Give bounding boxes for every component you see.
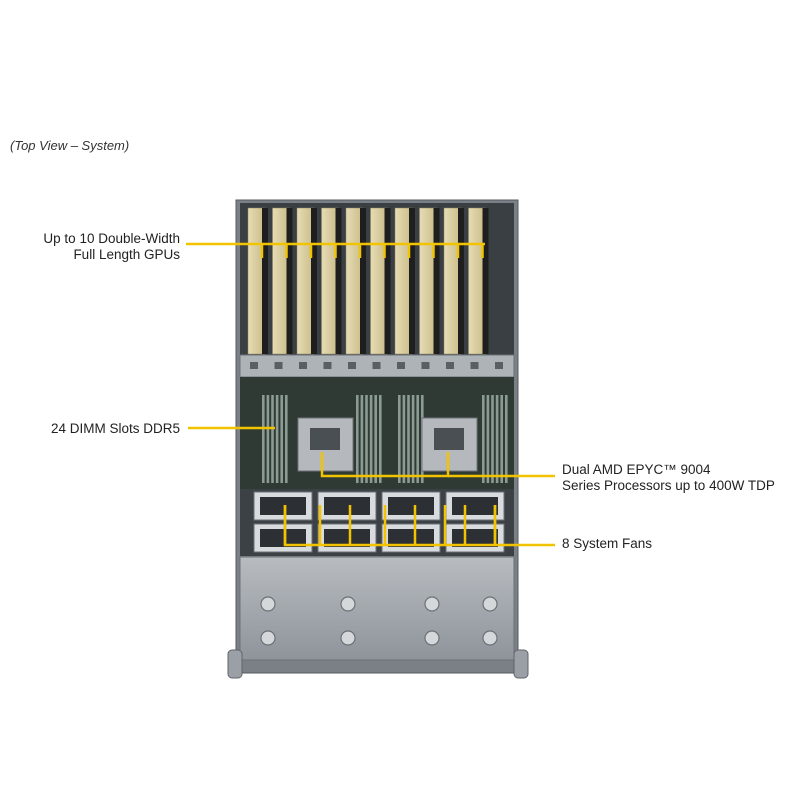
dimm-slot: [495, 395, 499, 483]
gpu-bracket: [409, 208, 415, 354]
rail-hole: [446, 362, 454, 369]
system-fan-rotor: [452, 529, 498, 547]
rail-hole: [348, 362, 356, 369]
cpu-callout-line2: Series Processors up to 400W TDP: [562, 478, 775, 493]
system-fan-rotor: [324, 529, 370, 547]
dimm-slot: [491, 395, 494, 483]
chassis-foot-right: [513, 649, 529, 679]
panel-screw: [424, 630, 440, 646]
dimm-slot: [398, 395, 401, 483]
panel-screw: [424, 596, 440, 612]
dimm-slot: [402, 395, 406, 483]
rail-hole: [421, 362, 430, 369]
system-fan-rotor: [452, 497, 498, 515]
dimm-slot: [482, 395, 485, 483]
gpu-bracket: [482, 208, 489, 354]
rail-hole: [299, 362, 307, 369]
cpu-heatsink-2-cap: [434, 428, 464, 450]
cpu-callout-label: Dual AMD EPYC™ 9004 Series Processors up…: [562, 462, 775, 494]
dimm-slot: [486, 395, 490, 483]
rail-hole: [397, 362, 405, 369]
system-fan-rotor: [388, 497, 434, 515]
dimm-slot: [416, 395, 419, 483]
chassis-foot-left: [227, 649, 243, 679]
fans-callout-line1: 8 System Fans: [562, 536, 653, 551]
dimm-slots: [262, 395, 508, 483]
dimm-slot: [262, 395, 265, 483]
cpu-callout-line1: Dual AMD EPYC™ 9004: [562, 462, 711, 477]
rail-hole: [372, 362, 381, 369]
dimm-callout-line1: 24 DIMM Slots DDR5: [50, 421, 180, 436]
gpu-bracket: [433, 208, 440, 354]
dimm-slot: [271, 395, 274, 483]
gpu-callout-label: Up to 10 Double-Width Full Length GPUs: [20, 231, 180, 263]
gpu-bracket: [311, 208, 317, 354]
cpu-heatsink-1-cap: [310, 428, 340, 450]
dimm-slot: [379, 395, 382, 483]
dimm-slot: [266, 395, 270, 483]
panel-screw: [482, 630, 498, 646]
gpu-bracket: [335, 208, 342, 354]
gpu-bracket: [360, 208, 366, 354]
dimm-slot: [356, 395, 359, 483]
gpu-bracket: [458, 208, 464, 354]
front-panel: [239, 556, 515, 661]
callout-lines: [186, 242, 555, 547]
dimm-slot: [505, 395, 508, 483]
rail-hole: [250, 362, 258, 369]
dimm-callout-label: 24 DIMM Slots DDR5: [20, 421, 180, 437]
system-fan-rotor: [324, 497, 370, 515]
system-fan-rotor: [388, 529, 434, 547]
gpu-callout-line2: Full Length GPUs: [73, 247, 180, 262]
dimm-slot: [360, 395, 364, 483]
system-fan-rotor: [260, 497, 306, 515]
dimm-slot: [285, 395, 288, 483]
rail-hole: [495, 362, 503, 369]
system-fan-rotor: [260, 529, 306, 547]
dimm-slot: [275, 395, 279, 483]
panel-screw: [260, 596, 276, 612]
gpu-callout-ticks: [260, 244, 484, 258]
panel-screw: [340, 596, 356, 612]
cpu-callout-line: [320, 452, 450, 478]
dimm-slot: [374, 395, 377, 483]
rail-hole: [323, 362, 332, 369]
rail-hole: [274, 362, 283, 369]
gpu-bracket: [262, 208, 268, 354]
dimm-slot: [500, 395, 503, 483]
rail-holes: [250, 362, 503, 369]
dimm-slot: [280, 395, 283, 483]
gpu-callout-line1: Up to 10 Double-Width: [43, 231, 180, 246]
panel-screw: [482, 596, 498, 612]
dimm-slot: [365, 395, 368, 483]
dimm-slot: [369, 395, 373, 483]
panel-screw: [340, 630, 356, 646]
fans: [253, 491, 505, 553]
rail-hole: [470, 362, 479, 369]
fans-callout-label: 8 System Fans: [562, 536, 652, 552]
panel-screw: [260, 630, 276, 646]
front-panel-screws: [260, 596, 498, 646]
dimm-slot: [411, 395, 415, 483]
gpu-bracket: [286, 208, 293, 354]
view-caption: (Top View – System): [10, 138, 130, 153]
gpu-bracket: [384, 208, 391, 354]
fan-callout-ticks: [283, 505, 497, 545]
dimm-slot: [407, 395, 410, 483]
